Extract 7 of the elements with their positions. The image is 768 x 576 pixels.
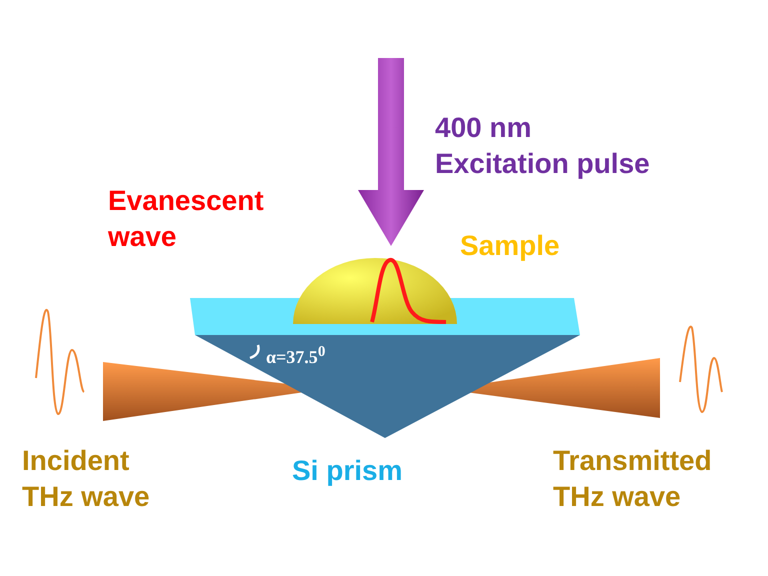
evanescent-wave-label: Evanescent wave (108, 184, 265, 254)
pulse-label: 400 nm Excitation pulse (435, 111, 651, 181)
transmitted-wave-label: Transmitted THz wave (553, 444, 713, 514)
incident-wave-label: Incident THz wave (22, 444, 151, 514)
sample-label: Sample (460, 229, 561, 263)
angle-label: α=37.5$^{0}$ (266, 343, 326, 369)
prism-label: Si prism (292, 454, 404, 488)
